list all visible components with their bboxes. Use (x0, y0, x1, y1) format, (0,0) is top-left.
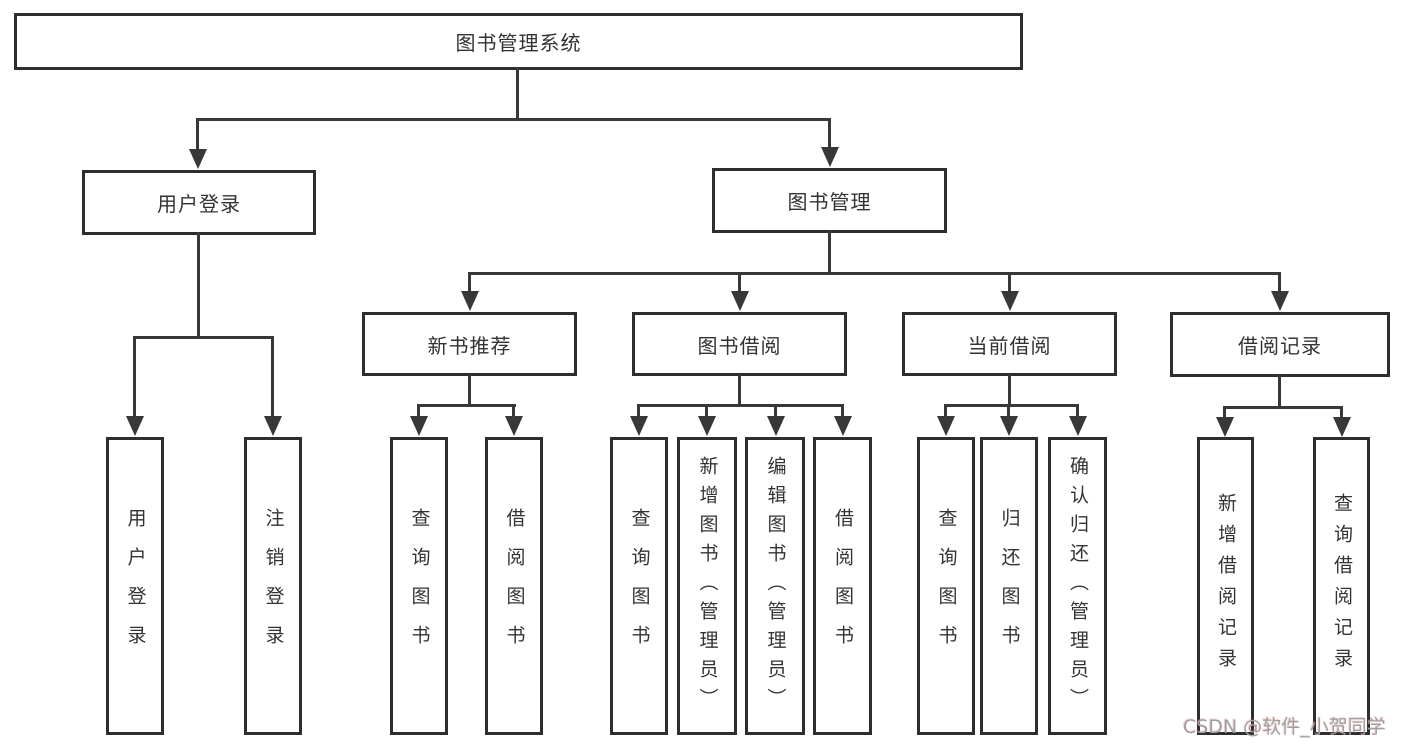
connector-line (945, 404, 1079, 407)
arrowhead-down (936, 404, 955, 436)
node-user-login: 用户登录 (82, 170, 316, 235)
node-label: 当前借阅 (967, 333, 1052, 358)
node-label: 图书借阅 (697, 333, 782, 358)
leaf-label: 确认归还（管理员） (1067, 455, 1089, 717)
leaf-label: 新增借阅记录 (1215, 493, 1237, 679)
leaf-borrow-books: 借阅图书 (813, 437, 872, 735)
leaf-add-borrow-record: 新增借阅记录 (1197, 437, 1254, 735)
arrowhead-down (1270, 272, 1289, 311)
arrowhead-down (833, 404, 852, 436)
leaf-query-books-recommend: 查询图书 (390, 437, 448, 735)
connector-line (828, 230, 831, 275)
leaf-query-books-borrow: 查询图书 (610, 437, 668, 735)
connector-line (638, 404, 844, 407)
leaf-label: 用户登录 (124, 508, 147, 664)
node-borrowing-records: 借阅记录 (1170, 312, 1390, 377)
arrowhead-down (1332, 406, 1351, 437)
node-library-management-system: 图书管理系统 (14, 13, 1023, 70)
leaf-add-book-admin: 新增图书（管理员） (677, 437, 737, 735)
arrowhead-down (409, 404, 428, 436)
arrowhead-down (263, 336, 282, 436)
leaf-label: 新增图书（管理员） (696, 455, 719, 717)
leaf-query-borrow-record: 查询借阅记录 (1313, 437, 1370, 735)
arrowhead-down (1215, 406, 1234, 437)
leaf-label: 查询图书 (408, 508, 431, 664)
leaf-query-books-current: 查询图书 (917, 437, 975, 735)
arrowhead-down (504, 404, 523, 436)
connector-line (418, 404, 516, 407)
node-label: 图书管理 (787, 190, 872, 214)
leaf-return-books: 归还图书 (980, 437, 1038, 735)
arrowhead-down (460, 272, 479, 311)
arrowhead-down (820, 118, 839, 167)
connector-line (516, 67, 519, 120)
connector-line (197, 232, 200, 339)
arrowhead-down (766, 404, 785, 436)
leaf-label: 借阅图书 (503, 508, 526, 664)
connector-line (1008, 374, 1011, 407)
leaf-label: 查询借阅记录 (1331, 493, 1353, 679)
arrowhead-down (125, 336, 144, 436)
node-label: 用户登录 (157, 192, 241, 216)
leaf-user-login: 用户登录 (106, 437, 164, 735)
arrowhead-down (999, 404, 1018, 436)
connector-line (468, 374, 471, 407)
leaf-label: 借阅图书 (832, 508, 854, 664)
arrowhead-down (1068, 404, 1087, 436)
leaf-label: 查询图书 (628, 508, 651, 664)
arrowhead-down (188, 118, 207, 169)
arrowhead-down (730, 272, 749, 311)
leaf-label: 编辑图书（管理员） (764, 455, 787, 717)
node-new-book-recommendation: 新书推荐 (362, 312, 577, 376)
arrowhead-down (629, 404, 648, 436)
connector-line (469, 272, 1281, 275)
connector-line (133, 336, 274, 339)
leaf-borrow-books-recommend: 借阅图书 (485, 437, 543, 735)
arrowhead-down (697, 404, 716, 436)
connector-line (197, 118, 831, 121)
leaf-label: 查询图书 (935, 508, 958, 664)
node-book-borrowing: 图书借阅 (632, 312, 847, 376)
arrowhead-down (1000, 272, 1019, 311)
leaf-logout: 注销登录 (244, 437, 302, 735)
connector-line (738, 374, 741, 407)
connector-line (1224, 406, 1343, 409)
csdn-watermark: CSDN @软件_小贺同学 (1183, 716, 1386, 738)
node-current-borrowing: 当前借阅 (902, 312, 1117, 376)
connector-line (1278, 375, 1281, 409)
node-label: 图书管理系统 (455, 31, 582, 55)
node-label: 借阅记录 (1238, 334, 1322, 358)
leaf-label: 注销登录 (262, 508, 285, 664)
leaf-confirm-return-admin: 确认归还（管理员） (1048, 437, 1107, 735)
node-book-management: 图书管理 (712, 168, 947, 233)
node-label: 新书推荐 (427, 333, 512, 358)
leaf-label: 归还图书 (998, 508, 1021, 664)
leaf-edit-book-admin: 编辑图书（管理员） (745, 437, 805, 735)
